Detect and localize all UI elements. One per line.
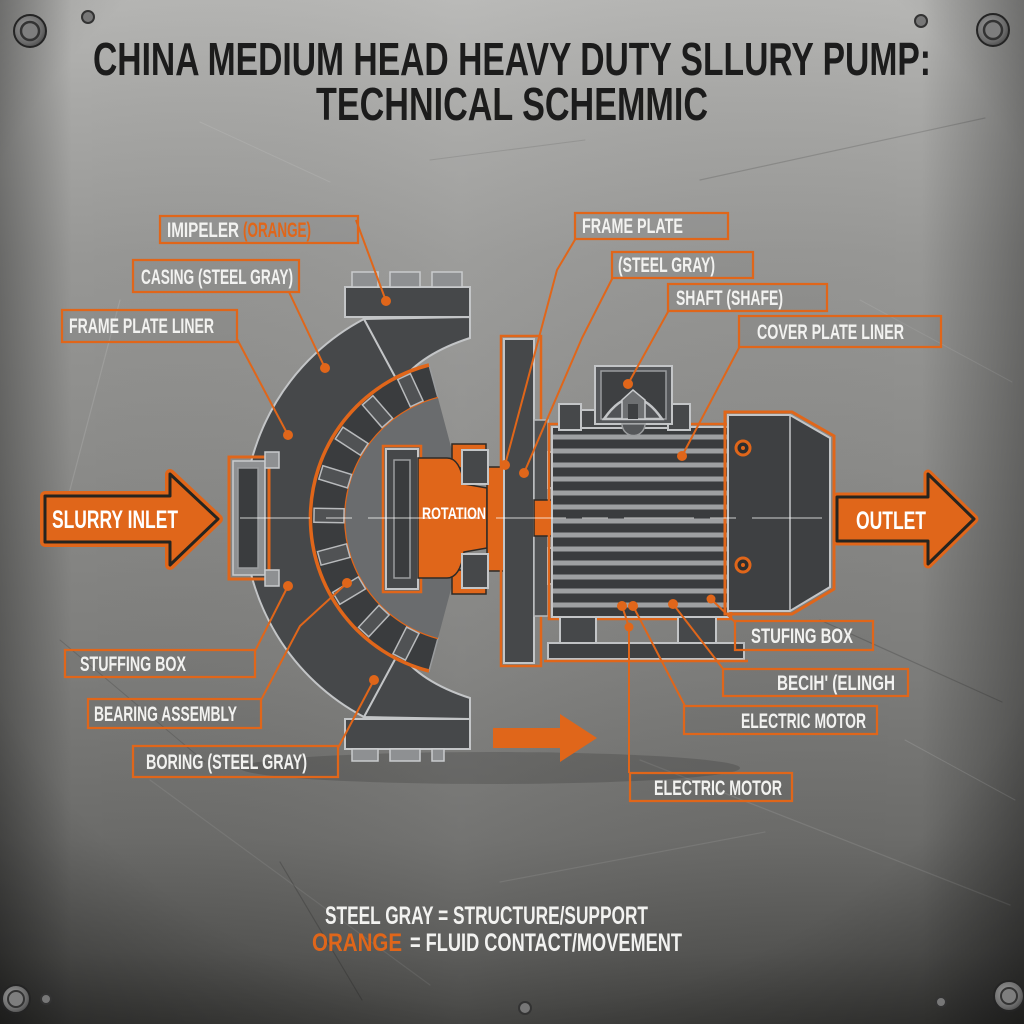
small-screw-icon bbox=[518, 1001, 532, 1015]
impeller-color-label: (ORANGE) bbox=[243, 219, 311, 242]
screw-icon bbox=[1, 984, 31, 1014]
callout-stuffing-box-right: STUFING BOX bbox=[706, 594, 875, 652]
boring-label: BORING (STEEL GRAY) bbox=[146, 751, 307, 774]
screw-icon bbox=[976, 13, 1010, 47]
electric-motor-body bbox=[544, 365, 748, 663]
small-screw-icon bbox=[914, 14, 928, 28]
slurry-inlet-label: SLURRY INLET bbox=[52, 506, 178, 534]
housing-bolt-icon bbox=[734, 439, 752, 457]
callout-frame-plate: FRAME PLATE bbox=[500, 211, 730, 470]
stuffing-box-label: STUFFING BOX bbox=[80, 653, 186, 676]
callout-electric-motor: ELECTRIC MOTOR bbox=[628, 601, 879, 736]
frame-plate-label: FRAME PLATE bbox=[582, 215, 683, 238]
flow-arrows: SLURRY INLET OUTLET bbox=[40, 469, 979, 762]
impeller-hub: ROTATION bbox=[381, 443, 505, 595]
small-screw-icon bbox=[935, 996, 947, 1008]
electric-motor-2-label: ELECTRIC MOTOR bbox=[654, 777, 782, 800]
callout-stuffing-box-left: STUFFING BOX bbox=[63, 581, 293, 679]
callout-impeller: IMIPELER (ORANGE) bbox=[158, 214, 391, 306]
legend-orange-key: ORANGE bbox=[312, 929, 402, 957]
legend: STEEL GRAY = STRUCTURE/SUPPORT ORANGE = … bbox=[312, 902, 682, 957]
pump-diagram: ROTATION bbox=[227, 271, 905, 784]
legend-steel-gray: STEEL GRAY = STRUCTURE/SUPPORT bbox=[325, 902, 648, 930]
screw-icon bbox=[993, 980, 1024, 1012]
electric-motor-label: ELECTRIC MOTOR bbox=[741, 710, 866, 733]
callout-boring: BORING (STEEL GRAY) bbox=[131, 675, 379, 779]
casing-top-flange bbox=[344, 286, 471, 318]
callout-bearing-right: BECIH' (ELINGH bbox=[668, 599, 910, 698]
casing-bottom-flange bbox=[344, 718, 471, 750]
frame-plate-liner-label: FRAME PLATE LINER bbox=[69, 315, 214, 338]
screw-icon bbox=[13, 14, 47, 48]
impeller-vanes bbox=[313, 372, 425, 662]
callout-frame-plate-liner: FRAME PLATE LINER bbox=[60, 308, 293, 440]
bearing-right-label: BECIH' (ELINGH bbox=[777, 672, 895, 695]
outlet-label: OUTLET bbox=[856, 507, 926, 535]
callout-electric-motor-2: ELECTRIC MOTOR bbox=[617, 601, 794, 803]
motor-fins bbox=[553, 434, 727, 608]
page-title-line2: TECHNICAL SCHEMMIC bbox=[316, 78, 708, 130]
bearing-assembly-label: BEARING ASSEMBLY bbox=[94, 703, 237, 726]
pump-casing bbox=[242, 271, 471, 762]
cover-plate-liner-label: COVER PLATE LINER bbox=[757, 321, 904, 344]
corner-screws bbox=[1, 10, 1024, 1015]
casing-label: CASING (STEEL GRAY) bbox=[141, 266, 293, 289]
slurry-inlet-arrow: SLURRY INLET bbox=[40, 469, 223, 570]
flow-direction-arrow-icon bbox=[493, 714, 597, 762]
callout-cover-plate-liner: COVER PLATE LINER bbox=[677, 314, 943, 461]
title: CHINA MEDIUM HEAD HEAVY DUTY SLLURY PUMP… bbox=[93, 33, 931, 130]
callout-bearing-assembly: BEARING ASSEMBLY bbox=[86, 578, 352, 730]
page-title-line1: CHINA MEDIUM HEAD HEAVY DUTY SLLURY PUMP… bbox=[93, 33, 931, 85]
callout-frame-plate-color: (STEEL GRAY) bbox=[519, 250, 755, 478]
outlet-arrow: OUTLET bbox=[832, 469, 979, 569]
stuffing-box-right-label: STUFING BOX bbox=[751, 625, 853, 648]
small-screw-icon bbox=[40, 993, 52, 1005]
callouts: IMIPELER (ORANGE) CASING (STEEL GRAY) FR… bbox=[60, 211, 943, 803]
shaft-label: SHAFT (SHAFE) bbox=[676, 287, 783, 310]
legend-orange-rest: = FLUID CONTACT/MOVEMENT bbox=[410, 929, 682, 957]
callout-casing: CASING (STEEL GRAY) bbox=[131, 258, 330, 373]
impeller-label: IMIPELER bbox=[167, 219, 239, 242]
callout-shaft: SHAFT (SHAFE) bbox=[623, 282, 829, 389]
bearing-end-housing bbox=[723, 410, 836, 616]
rotation-label: ROTATION bbox=[422, 504, 486, 523]
housing-bolt-icon bbox=[734, 556, 752, 574]
small-screw-icon bbox=[81, 10, 95, 24]
frame-plate-color-label: (STEEL GRAY) bbox=[618, 254, 715, 277]
